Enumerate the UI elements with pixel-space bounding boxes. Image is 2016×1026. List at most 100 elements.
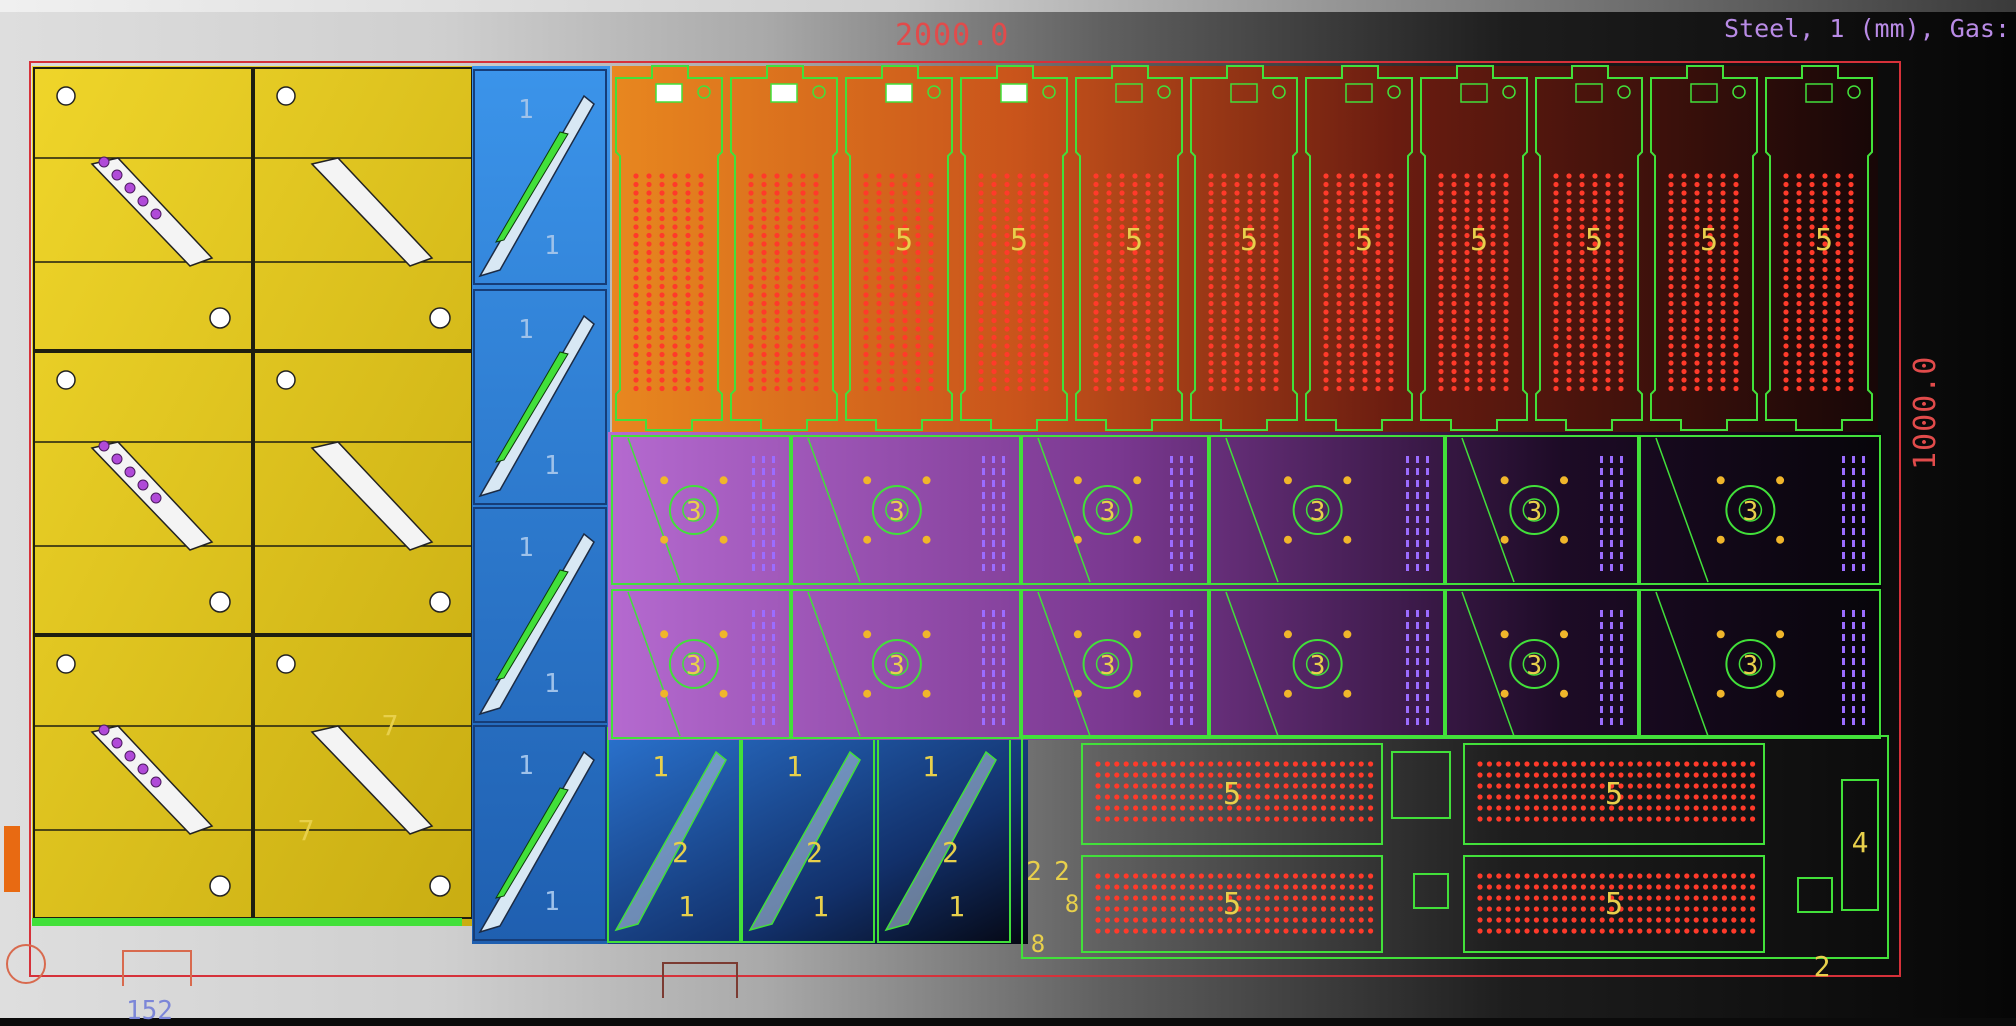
perforation-hole [1145, 232, 1151, 239]
perforation-hole [1106, 343, 1112, 349]
perforation-hole [1783, 377, 1789, 383]
part-number-label: 1 [544, 451, 560, 481]
slot-mark [1180, 634, 1183, 641]
perforation-hole [1255, 761, 1261, 767]
slot-mark [1002, 504, 1005, 511]
perforation-hole [1533, 794, 1539, 800]
perforation-hole [928, 334, 934, 341]
slot-mark [1842, 540, 1845, 547]
perforation-hole [774, 207, 780, 213]
perforation-hole [1227, 761, 1233, 767]
perforation-hole [1132, 198, 1138, 205]
perforation-hole [1388, 173, 1394, 179]
perforation-hole [1618, 783, 1624, 789]
slot-mark [1862, 516, 1865, 523]
perforation-hole [1553, 368, 1559, 375]
slot-mark [1600, 504, 1603, 511]
perforation-hole [1260, 360, 1266, 366]
mid-part-outline [1209, 435, 1445, 585]
perforation-hole [1311, 884, 1317, 890]
perforation-hole [1731, 895, 1737, 901]
perforation-hole [1017, 207, 1023, 213]
perforation-hole [876, 334, 882, 341]
perforation-hole [1030, 258, 1036, 264]
perforation-hole [659, 385, 665, 392]
perforation-hole [774, 317, 780, 324]
bottom-parts-group[interactable] [1021, 735, 1889, 959]
slot-mark [982, 682, 985, 689]
perforation-hole [1783, 181, 1789, 188]
perforation-hole [1145, 241, 1151, 247]
perforation-hole [1017, 385, 1023, 392]
part-number-label: 7 [298, 814, 315, 847]
slot-mark [762, 634, 765, 641]
perforation-hole [1119, 275, 1125, 281]
perforation-hole [1030, 181, 1036, 188]
perforation-hole [813, 190, 819, 196]
perforated-parts-block[interactable] [612, 66, 1878, 432]
perforation-hole [1132, 368, 1138, 375]
perforation-hole [1553, 334, 1559, 341]
perforation-hole [1451, 190, 1457, 196]
slot-mark [1190, 552, 1193, 559]
perforation-hole [1618, 360, 1624, 366]
perforation-hole [1822, 258, 1828, 264]
perforation-hole [1490, 232, 1496, 239]
perforation-hole [1707, 283, 1713, 290]
perforation-hole [1750, 906, 1756, 912]
perforation-hole [1274, 895, 1280, 901]
perforation-hole [1477, 181, 1483, 188]
perforation-hole [1336, 181, 1342, 188]
slot-mark [1852, 552, 1855, 559]
perforation-hole [1750, 761, 1756, 767]
perforation-hole [889, 368, 895, 375]
perforation-hole [1694, 300, 1700, 307]
perforation-hole [800, 249, 806, 256]
perforation-hole [1221, 258, 1227, 264]
perforation-hole [1720, 292, 1726, 298]
slot-mark [1842, 552, 1845, 559]
perforation-hole [1132, 317, 1138, 324]
perforation-hole [889, 351, 895, 358]
perforation-hole [1590, 805, 1596, 811]
perforation-hole [646, 224, 652, 230]
perforation-hole [1362, 317, 1368, 324]
part-number-label: 2 [1054, 857, 1070, 887]
perforation-hole [1693, 873, 1699, 879]
perforation-hole [1796, 190, 1802, 196]
slot-mark [992, 610, 995, 617]
perforation-hole [1260, 275, 1266, 281]
perforation-hole [633, 317, 639, 324]
perforation-hole [1208, 906, 1214, 912]
perforation-hole [1740, 805, 1746, 811]
perforated-parts-group[interactable] [615, 65, 1873, 431]
perforation-hole [1273, 300, 1279, 307]
perforation-hole [1302, 906, 1308, 912]
perforation-hole [1119, 377, 1125, 383]
perforation-hole [1095, 884, 1101, 890]
perforation-hole [1368, 794, 1374, 800]
perforation-hole [1566, 360, 1572, 366]
bottom-tab-2[interactable] [662, 962, 738, 998]
perforation-hole [1477, 783, 1483, 789]
perforation-hole [1490, 190, 1496, 196]
perforation-hole [1740, 895, 1746, 901]
bottom-tab-1[interactable] [122, 950, 192, 986]
perforation-hole [1438, 368, 1444, 375]
perforation-hole [1490, 249, 1496, 256]
yellow-parts-group[interactable] [32, 67, 473, 926]
purple-parts-block[interactable] [608, 432, 1882, 740]
perforation-hole [748, 385, 754, 392]
perforation-hole [978, 317, 984, 324]
perforation-hole [1731, 761, 1737, 767]
perforation-hole [1388, 275, 1394, 281]
perforation-hole [1599, 895, 1605, 901]
perforation-hole [787, 190, 793, 196]
perforation-hole [1783, 232, 1789, 239]
slanted-slot [748, 750, 861, 932]
perforation-hole [1750, 928, 1756, 934]
perforation-hole [1605, 241, 1611, 247]
